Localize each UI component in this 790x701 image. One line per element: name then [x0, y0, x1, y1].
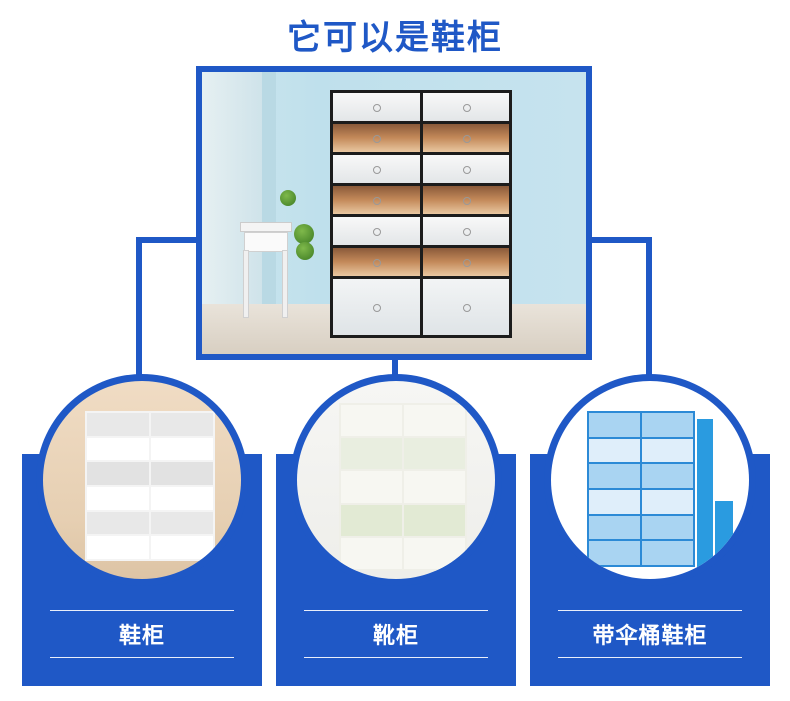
side-table: [240, 222, 292, 322]
panel-label: 带伞桶鞋柜: [592, 624, 708, 649]
boot-cabinet-photo: [297, 381, 495, 579]
circle-umbrella-shoe-cabinet: [544, 374, 756, 586]
connector-right-h: [590, 237, 652, 243]
divider: [304, 657, 488, 658]
circle-boot-cabinet: [290, 374, 502, 586]
shoe-cabinet-photo: [202, 72, 586, 354]
page-title: 它可以是鞋柜: [287, 18, 503, 58]
connector-right-v: [646, 237, 652, 377]
divider: [558, 657, 742, 658]
umbrella-shoe-cabinet-photo: [551, 381, 749, 579]
divider: [50, 657, 234, 658]
shoe-cabinet-white-photo: [43, 381, 241, 579]
divider: [304, 610, 488, 611]
main-photo-frame: [196, 66, 592, 360]
connector-center-v: [392, 358, 398, 380]
panel-label: 靴柜: [372, 624, 419, 649]
divider: [558, 610, 742, 611]
panel-label: 鞋柜: [118, 624, 165, 649]
connector-left-h: [136, 237, 198, 243]
shoe-cabinet: [330, 90, 512, 338]
divider: [50, 610, 234, 611]
circle-shoe-cabinet: [36, 374, 248, 586]
connector-left-v: [136, 237, 142, 377]
